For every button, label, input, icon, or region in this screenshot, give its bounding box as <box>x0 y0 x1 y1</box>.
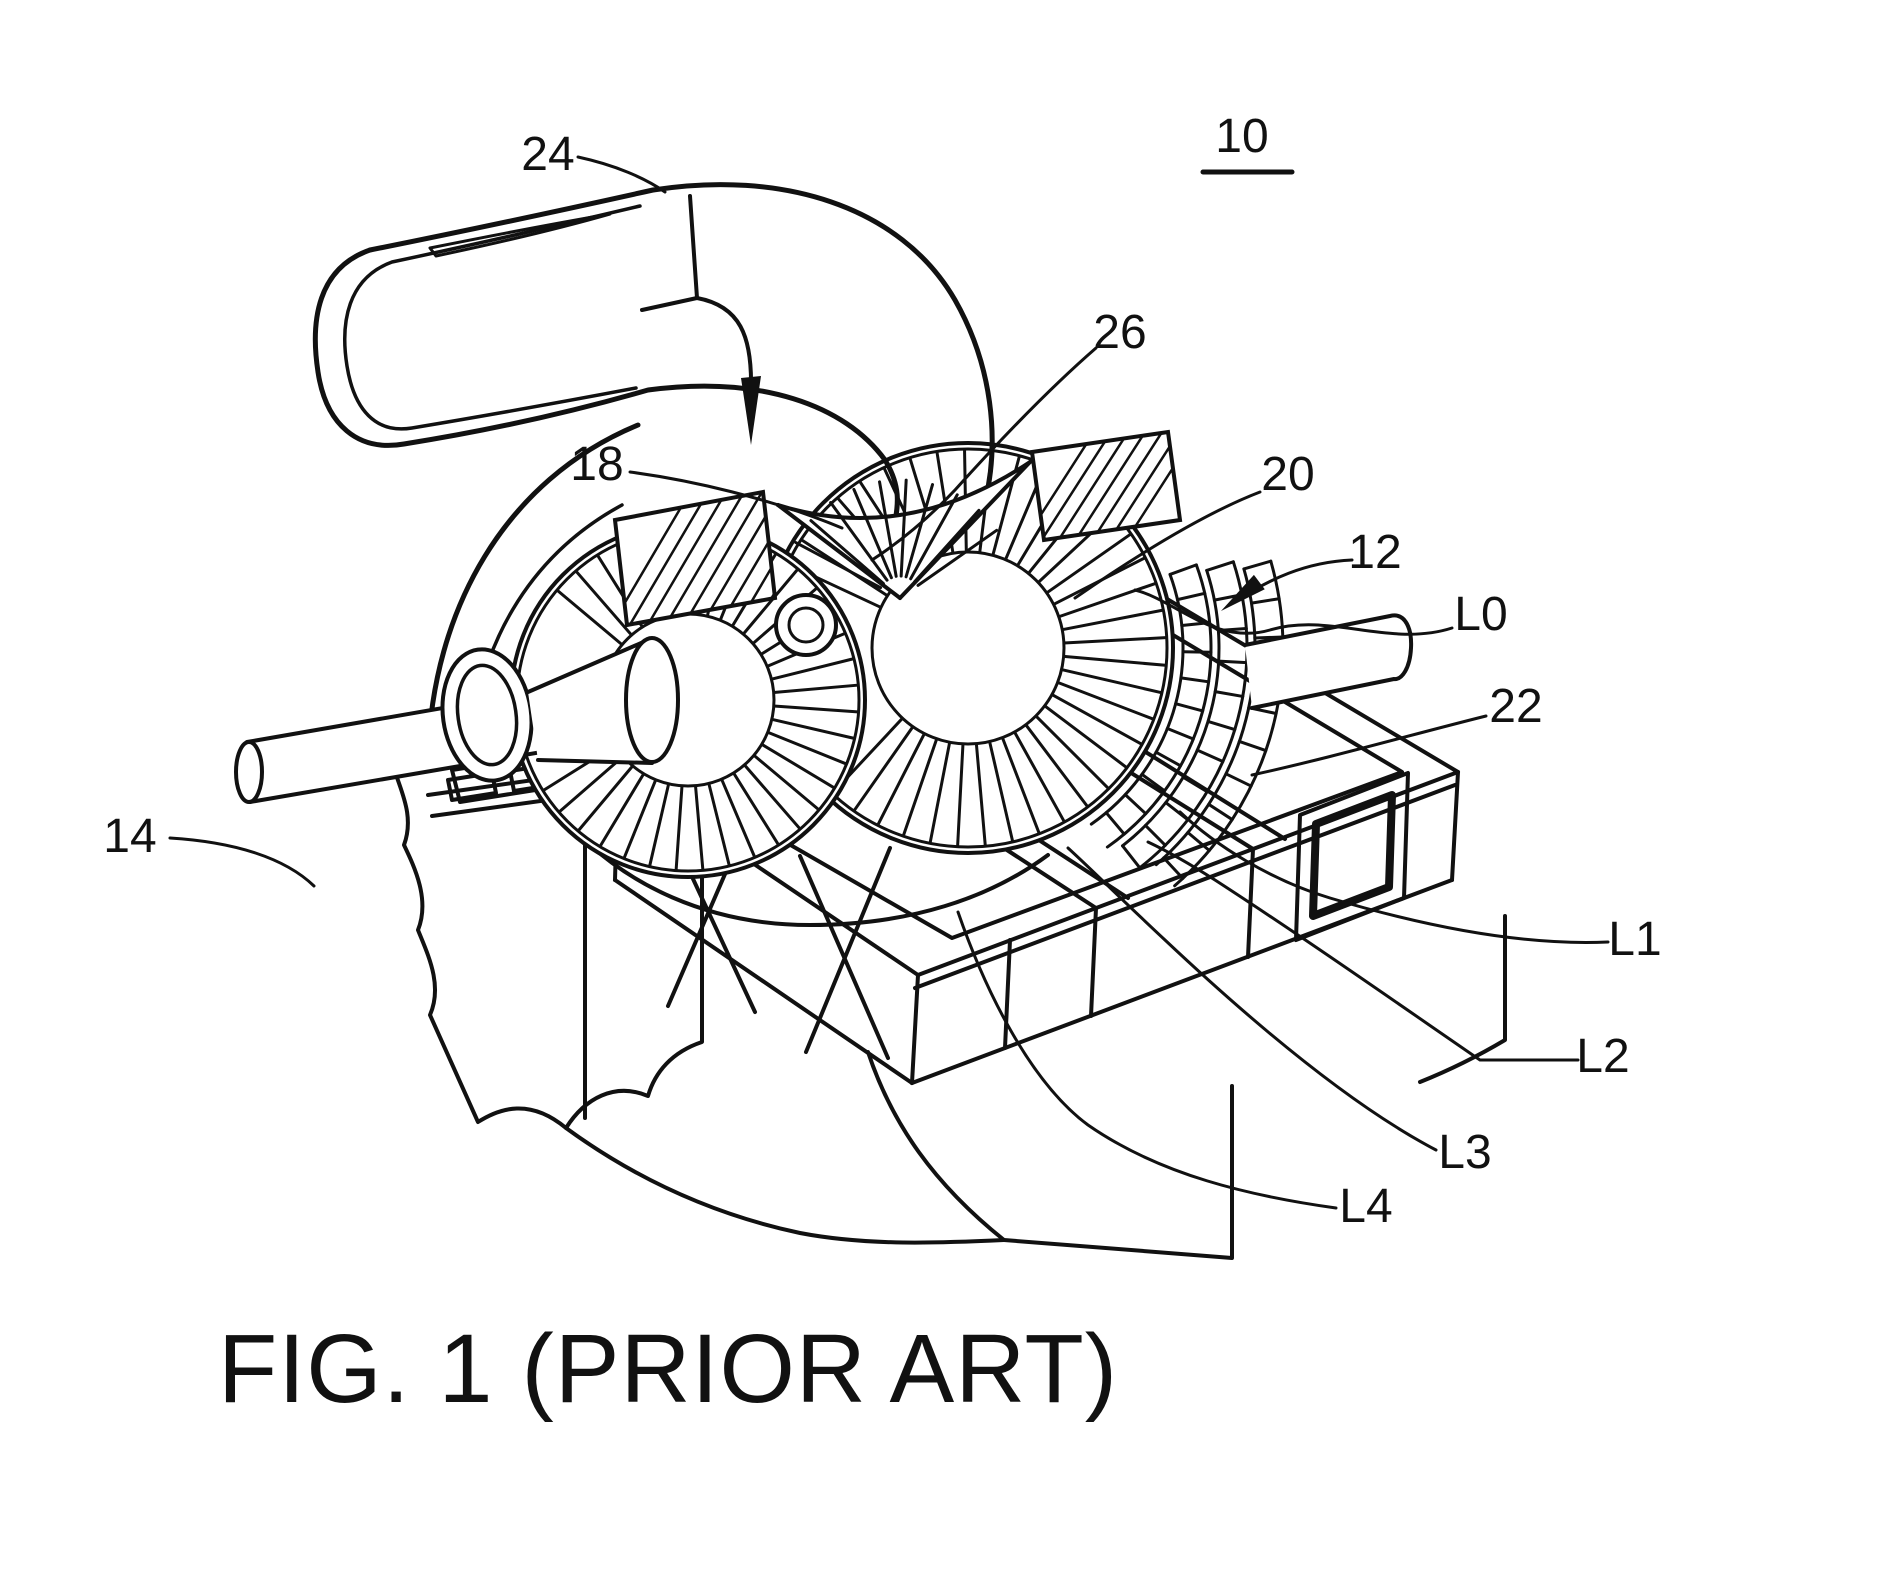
leader-14 <box>168 836 316 888</box>
leader-12-arrowhead-icon <box>1221 574 1265 611</box>
leader-26 <box>870 346 1098 562</box>
stage-band-inner <box>1154 559 1285 888</box>
ref-label-L2: L2 <box>1576 1030 1629 1083</box>
ref-label-L3: L3 <box>1438 1126 1491 1179</box>
ref-label-20: 20 <box>1261 448 1314 501</box>
ref-label-L0: L0 <box>1454 588 1507 641</box>
leader-L0 <box>1133 588 1454 636</box>
leader-18 <box>628 470 844 530</box>
steam-flow-arrow <box>640 194 761 445</box>
ref-label-22: 22 <box>1489 680 1542 733</box>
leader-20 <box>1073 490 1262 600</box>
inlet-funnel <box>776 460 1032 600</box>
leader-L3 <box>1066 846 1438 1152</box>
ref-label-24: 24 <box>521 128 574 181</box>
rotor-coupling-ring <box>774 593 838 657</box>
ref-label-L1: L1 <box>1608 913 1661 966</box>
ref-label-26: 26 <box>1093 306 1146 359</box>
leader-L4 <box>956 910 1338 1210</box>
leader-L2 <box>1146 840 1580 1062</box>
funnel-vanes <box>794 478 999 590</box>
wheel-hub-face <box>624 636 680 764</box>
ref-label-L4: L4 <box>1339 1180 1392 1233</box>
reference-labels: 10 24 26 18 20 12 L0 22 14 L1 L2 L3 L4 <box>103 110 1661 1233</box>
exhaust-hood-outline <box>546 798 1050 927</box>
stub-shaft <box>1243 613 1414 710</box>
steam-inlet-pipe <box>645 182 995 525</box>
ref-label-18: 18 <box>570 438 623 491</box>
steam-chest-vessel <box>312 187 656 448</box>
ref-label-10: 10 <box>1215 110 1268 163</box>
leader-lines <box>168 155 1610 1210</box>
leader-22 <box>1250 714 1488 777</box>
leader-L1 <box>1178 810 1610 944</box>
casing-dome-outline <box>425 422 641 761</box>
stage-band-middle <box>1121 560 1249 870</box>
ref-label-12: 12 <box>1348 526 1401 579</box>
flow-arrowhead-icon <box>741 376 761 445</box>
ref-label-14: 14 <box>103 810 156 863</box>
figure-caption: FIG. 1 (PRIOR ART) <box>218 1314 1118 1423</box>
rotor-shaft-assembly <box>234 636 680 804</box>
shaft-end-cap <box>234 740 264 804</box>
leader-24 <box>576 155 667 194</box>
